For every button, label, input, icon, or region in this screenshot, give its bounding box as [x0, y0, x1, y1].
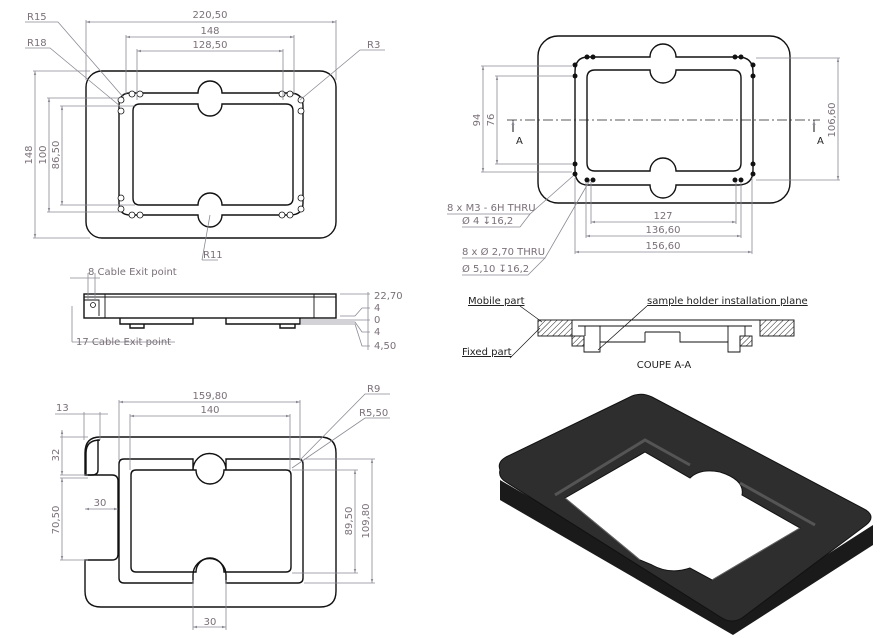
section-marker-left: A [516, 136, 523, 147]
dim-w30-bottom: 30 [204, 617, 217, 628]
dim-w156: 156,60 [646, 241, 681, 252]
dim-height-148: 148 [24, 145, 35, 164]
dim-h109: 109,80 [361, 504, 372, 539]
isometric-3d-view [498, 393, 873, 635]
thru-hole-label: 8 x Ø 2,70 THRU [462, 246, 545, 258]
inner-window [132, 103, 294, 206]
radius-r11: R11 [203, 250, 223, 261]
installation-plane-label: sample holder installation plane [647, 296, 808, 307]
dim-h32: 32 [51, 449, 62, 462]
level-4-50: 4,50 [374, 341, 396, 352]
section-marker-right: A [817, 136, 824, 147]
cable-exit-17: 17 Cable Exit point [76, 337, 171, 348]
dim-w136: 136,60 [646, 225, 681, 236]
radius-r5: R5,50 [359, 408, 388, 419]
radius-r3: R3 [367, 40, 380, 51]
sectioned-top-view: A A 94 76 106,60 127 136,60 156,60 8 x M… [447, 35, 840, 276]
m3-hole-label: 8 x M3 - 6H THRU [447, 203, 536, 214]
dim-height-100: 100 [38, 145, 49, 164]
section-title: COUPE A-A [637, 360, 692, 371]
section-holes [572, 54, 756, 183]
dim-overall-width: 220,50 [193, 10, 228, 21]
mounting-holes [117, 90, 305, 219]
dim-h94: 94 [472, 114, 483, 127]
dim-width-128: 128,50 [193, 40, 228, 51]
cable-exit-8: 8 Cable Exit point [88, 267, 177, 278]
radius-r15: R15 [27, 12, 47, 23]
bottom-view: 159,80 140 13 32 70,50 30 89,50 109,80 3… [51, 384, 390, 630]
side-view: 8 Cable Exit point 17 Cable Exit point 2… [70, 267, 403, 352]
dim-height-86: 86,50 [51, 141, 62, 170]
dim-h89: 89,50 [344, 507, 355, 536]
dim-w140: 140 [200, 405, 219, 416]
fixed-part-label: Fixed part [462, 347, 512, 358]
dim-h76: 76 [486, 114, 497, 127]
dim-w127: 127 [653, 211, 672, 222]
m3-hole-depth: Ø 4 ↧16,2 [462, 215, 513, 227]
dim-h70: 70,50 [51, 506, 62, 535]
dim-h106: 106,60 [827, 103, 838, 138]
mobile-part-label: Mobile part [468, 296, 525, 307]
section-view: Mobile part sample holder installation p… [462, 296, 808, 371]
dim-width-148: 148 [200, 26, 219, 37]
level-4-top: 4 [374, 303, 380, 314]
radius-r9: R9 [367, 384, 380, 395]
dim-w13: 13 [56, 403, 69, 414]
top-view: 220,50 148 128,50 148 100 86,50 R15 R18 … [24, 10, 385, 261]
dim-w30-left: 30 [94, 498, 107, 509]
level-4-bottom: 4 [374, 327, 380, 338]
radius-r18: R18 [27, 38, 47, 49]
thru-hole-depth: Ø 5,10 ↧16,2 [462, 263, 529, 275]
dim-w159: 159,80 [193, 391, 228, 402]
level-22-70: 22,70 [374, 291, 403, 302]
level-0: 0 [374, 315, 380, 326]
plate-outline [85, 70, 337, 239]
